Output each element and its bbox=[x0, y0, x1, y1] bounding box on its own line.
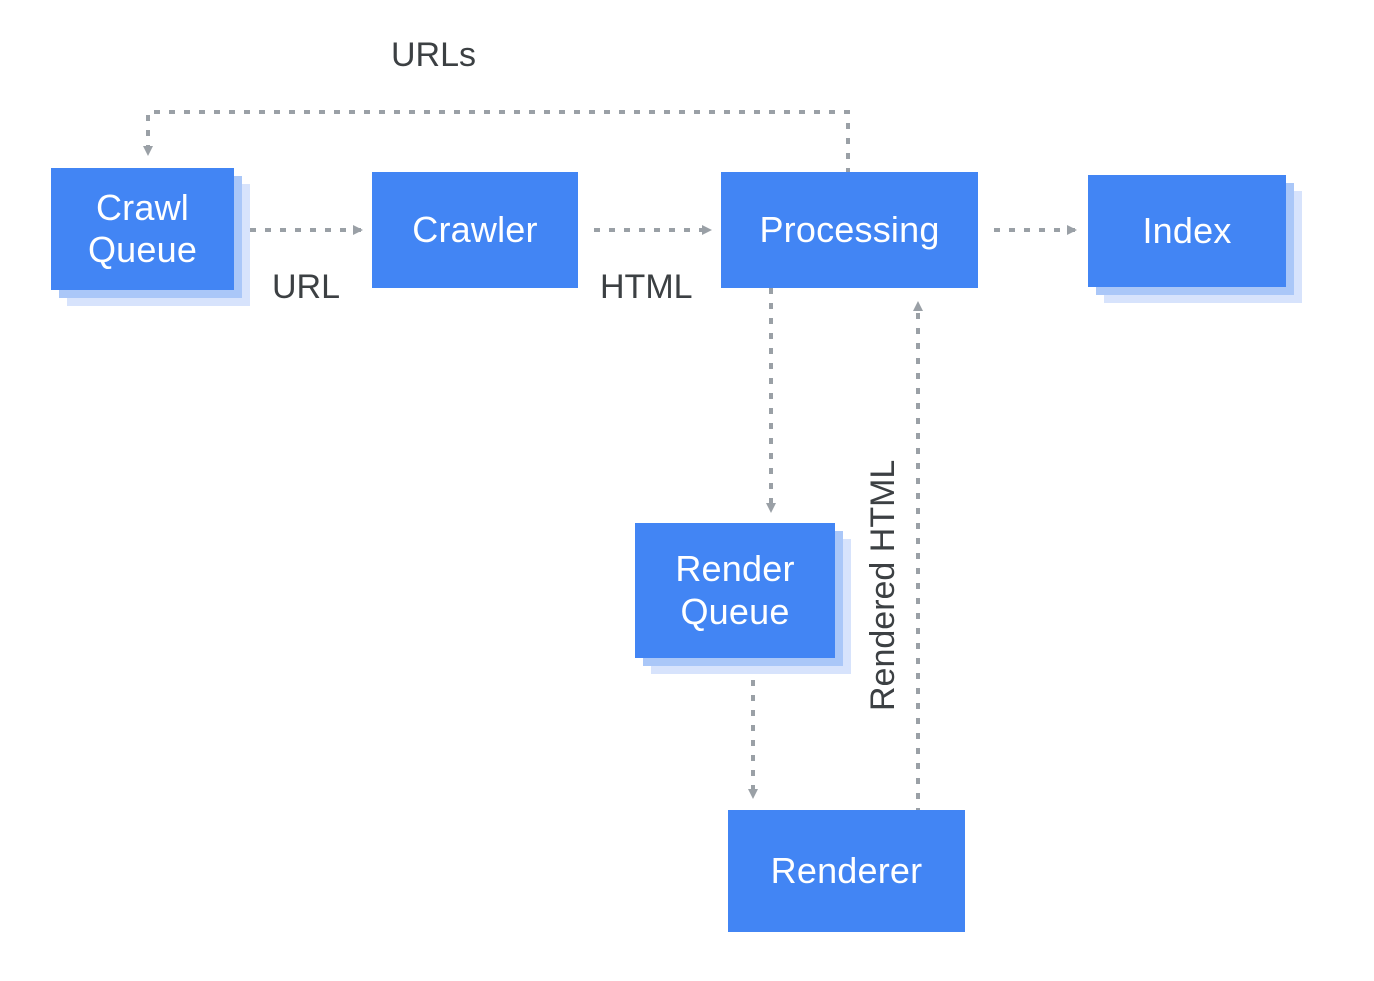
node-crawl-queue-label: Crawl Queue bbox=[87, 186, 198, 270]
node-index-label: Index bbox=[1142, 209, 1232, 251]
node-renderer-label: Renderer bbox=[770, 849, 923, 891]
node-crawl-queue[interactable]: Crawl Queue bbox=[51, 168, 234, 290]
edge-label-html: HTML bbox=[600, 268, 693, 306]
node-processing-label: Processing bbox=[759, 208, 940, 250]
edge-processing-to-crawlqueue bbox=[143, 110, 850, 174]
edge-label-url: URL bbox=[272, 268, 341, 306]
node-render-queue-label: Render Queue bbox=[675, 548, 795, 632]
node-renderer[interactable]: Renderer bbox=[728, 810, 965, 932]
node-crawler-label: Crawler bbox=[412, 208, 538, 250]
node-crawler[interactable]: Crawler bbox=[372, 172, 578, 288]
edge-label-urls: URLs bbox=[391, 36, 477, 74]
node-index[interactable]: Index bbox=[1088, 175, 1286, 287]
node-processing[interactable]: Processing bbox=[721, 172, 978, 288]
node-render-queue[interactable]: Render Queue bbox=[635, 523, 835, 658]
edge-label-rendered-html: Rendered HTML bbox=[864, 459, 902, 711]
